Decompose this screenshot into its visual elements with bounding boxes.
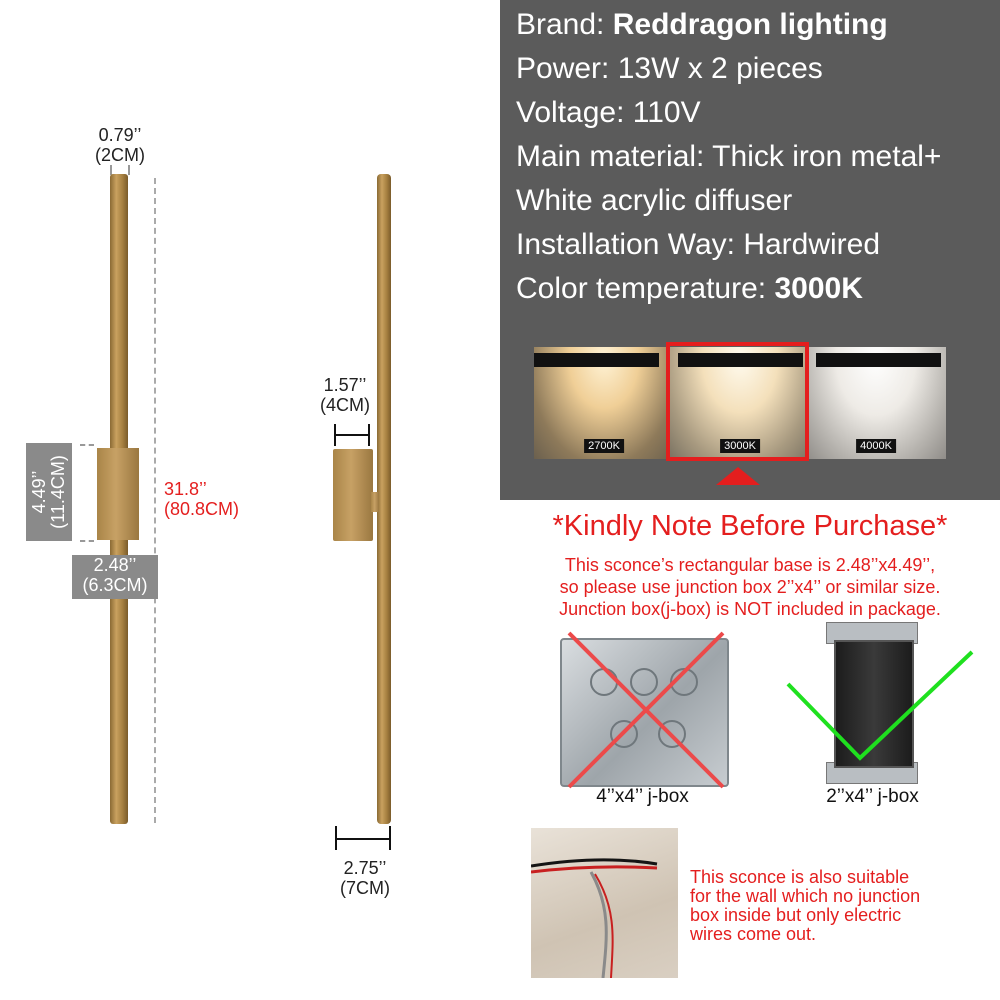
dim-tick xyxy=(335,826,337,850)
wires-note-line: This sconce is also suitable xyxy=(690,867,910,887)
spec-brand: Brand: Reddragon lighting xyxy=(516,8,888,42)
spec-material-1: Main material: Thick iron metal+ xyxy=(516,140,942,173)
color-temp-label: Color temperature: xyxy=(516,272,775,305)
base-height-in: 4.49’’ xyxy=(29,470,49,514)
spec-power: Power: 13W x 2 pieces xyxy=(516,52,823,85)
knockout xyxy=(658,720,686,748)
total-depth-cm: (7CM) xyxy=(340,878,390,898)
dim-tick xyxy=(389,826,391,850)
lamp-bar xyxy=(534,353,659,367)
lamp-bar xyxy=(816,353,941,367)
wires-note-line: wires come out. xyxy=(690,924,817,944)
selected-arrow-icon xyxy=(716,467,760,485)
dim-line xyxy=(335,434,369,436)
side-rod xyxy=(377,174,391,824)
cross-icon xyxy=(567,631,725,789)
note-line-3: Junction box(j-box) is NOT included in p… xyxy=(559,599,941,619)
swatch-4000k[interactable]: 4000K xyxy=(806,347,946,459)
spec-material-2: White acrylic diffuser xyxy=(516,184,793,217)
total-height-label: 31.8’’ (80.8CM) xyxy=(164,479,264,519)
spec-color-temp: Color temperature: 3000K xyxy=(516,272,863,306)
spec-panel: Brand: Reddragon lighting Power: 13W x 2… xyxy=(500,0,1000,500)
selected-swatch-frame xyxy=(666,342,809,461)
wires-note-line: for the wall which no junction xyxy=(690,886,921,906)
wires-note: This sconce is also suitable for the wal… xyxy=(690,868,990,944)
wires-photo xyxy=(531,828,678,978)
base-depth-in: 1.57’’ xyxy=(323,375,367,395)
dim-tick xyxy=(80,444,94,446)
dim-tick xyxy=(368,424,370,446)
base-width-in: 2.48’’ xyxy=(93,555,137,575)
total-height-in: 31.8’’ xyxy=(164,479,207,499)
base-depth-label: 1.57’’ (4CM) xyxy=(305,375,385,415)
swatch-label: 3000K xyxy=(720,439,760,453)
wires-note-line: box inside but only electric xyxy=(690,905,902,925)
wrong-caption: 4’’x4’’ j-box xyxy=(596,786,689,807)
knockout xyxy=(610,720,638,748)
front-base xyxy=(97,448,139,540)
top-width-in: 0.79’’ xyxy=(98,125,142,145)
base-height-label: 4.49’’ (11.4CM) xyxy=(26,443,72,541)
dim-tick xyxy=(110,165,112,175)
swatch-label: 2700K xyxy=(584,439,624,453)
spec-installation: Installation Way: Hardwired xyxy=(516,228,881,261)
note-title: *Kindly Note Before Purchase* xyxy=(552,510,948,542)
total-depth-label: 2.75’’ (7CM) xyxy=(325,858,405,898)
height-dash-line xyxy=(154,178,156,823)
dim-tick xyxy=(334,424,336,446)
dim-line xyxy=(336,838,390,840)
total-depth-in: 2.75’’ xyxy=(343,858,387,878)
swatch-label: 4000K xyxy=(856,439,896,453)
note-line-2: so please use junction box 2’’x4’’ or si… xyxy=(559,577,941,597)
base-width-label: 2.48’’ (6.3CM) xyxy=(72,555,158,599)
wires-icon xyxy=(531,858,658,978)
base-depth-cm: (4CM) xyxy=(320,395,370,415)
base-width-cm: (6.3CM) xyxy=(82,575,148,595)
dim-tick xyxy=(80,540,94,542)
spec-voltage: Voltage: 110V xyxy=(516,96,701,129)
lamp-bar xyxy=(678,353,803,367)
base-height-cm: (11.4CM) xyxy=(48,455,68,529)
side-arm xyxy=(371,492,379,512)
brand-label: Brand: xyxy=(516,8,613,41)
note-line-1: This sconce’s rectangular base is 2.48’’… xyxy=(564,555,936,575)
swatch-2700k[interactable]: 2700K xyxy=(534,347,674,459)
right-caption: 2’’x4’’ j-box xyxy=(826,786,919,807)
check-icon xyxy=(786,650,974,761)
top-width-label: 0.79’’ (2CM) xyxy=(80,125,160,165)
knockout xyxy=(670,668,698,696)
brand-value: Reddragon lighting xyxy=(612,8,888,41)
top-width-cm: (2CM) xyxy=(95,145,145,165)
total-height-cm: (80.8CM) xyxy=(164,499,240,519)
dim-tick xyxy=(128,165,130,175)
color-temp-value: 3000K xyxy=(774,272,863,305)
knockout xyxy=(630,668,658,696)
swatch-3000k[interactable]: 3000K xyxy=(670,347,810,459)
side-base xyxy=(333,449,373,541)
